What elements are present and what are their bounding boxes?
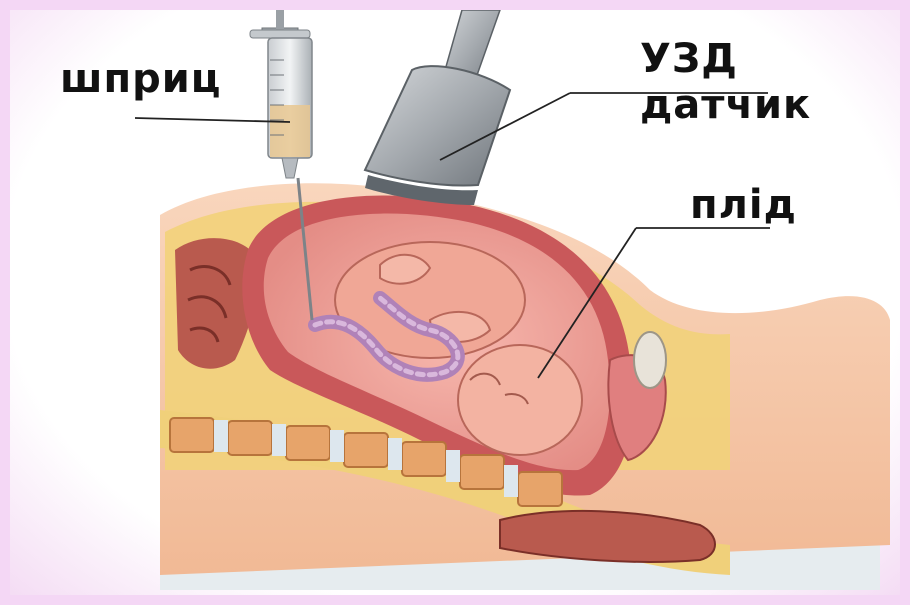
pubic-bone: [634, 332, 666, 388]
syringe-leader: [135, 118, 290, 122]
label-syringe: шприц: [60, 56, 221, 102]
ultrasound-probe-icon: [365, 10, 510, 205]
label-fetus: плід: [690, 182, 797, 228]
label-ultrasound-probe: УЗД датчик: [640, 36, 910, 128]
